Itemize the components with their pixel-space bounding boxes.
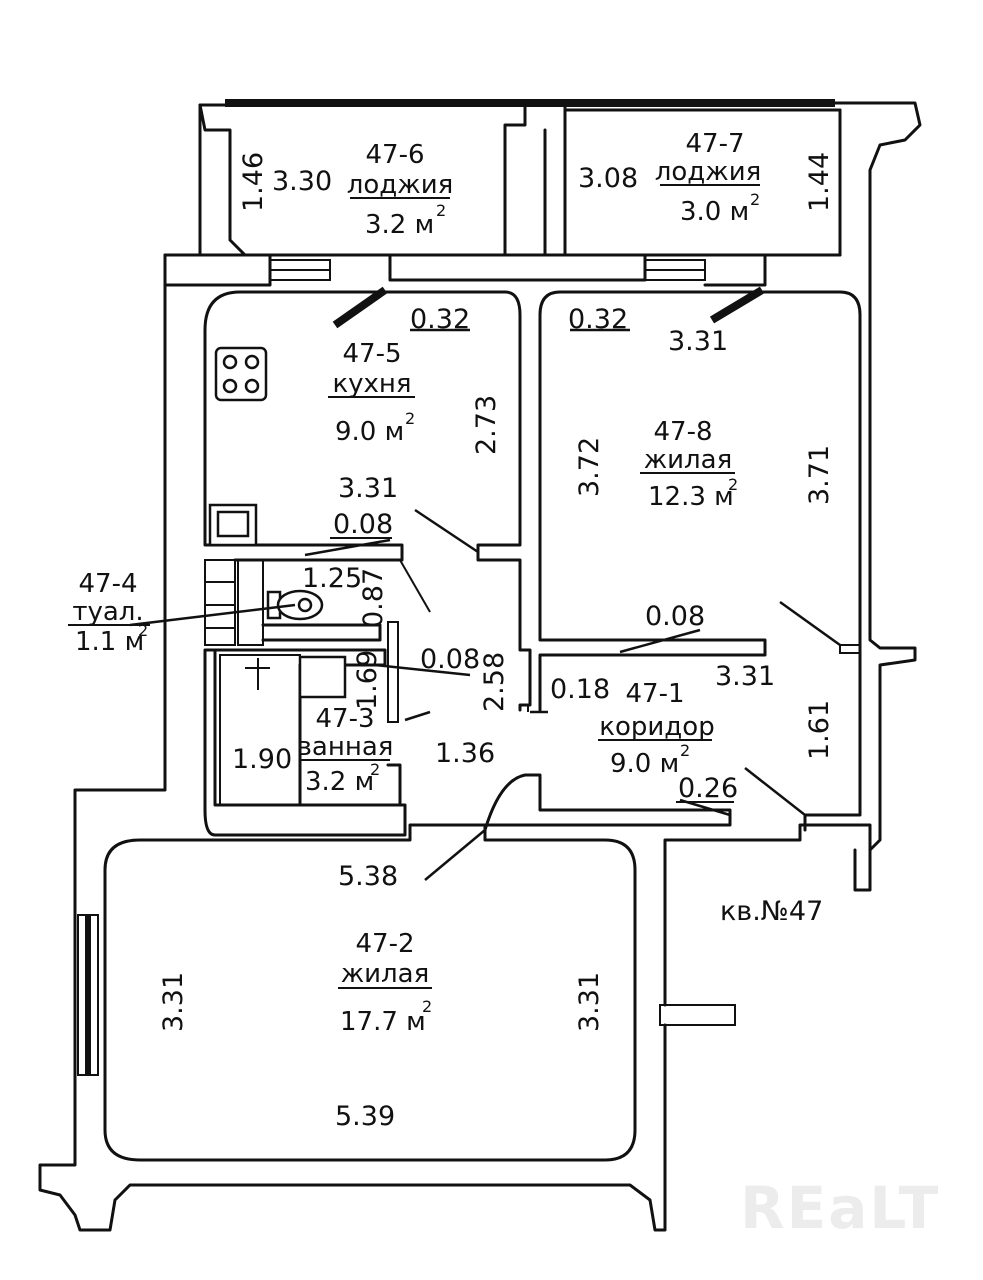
dim-room2-left: 3.31 (158, 972, 189, 1032)
room-name: ванная (297, 732, 394, 762)
room-label-47-1: 47-1 коридор 9.0 м 2 (598, 679, 715, 779)
room-id: 47-8 (653, 417, 712, 447)
room-area: 17.7 м (340, 1007, 426, 1037)
bath-faucet-icon (245, 658, 270, 690)
area-unit-sup: 2 (370, 760, 380, 779)
dim-loggia6-len: 3.30 (272, 166, 332, 197)
dim-room2-bottom: 5.39 (335, 1101, 395, 1132)
dim-room2-right: 3.31 (574, 972, 605, 1032)
kitchen-sink-icon (208, 503, 258, 547)
room-47-8-partition (538, 290, 767, 712)
room-47-2-outline (103, 823, 637, 1162)
kitchen-door (332, 286, 388, 329)
corridor-bottom-wall (483, 773, 732, 832)
outer-walls (38, 108, 872, 1232)
watermark-logo: REaLT (740, 1174, 940, 1242)
room-id: 47-6 (365, 140, 424, 170)
dim-room8-right: 3.71 (804, 445, 835, 505)
room-name: лоджия (347, 170, 453, 200)
dim-kitchen-right: 2.73 (471, 395, 502, 455)
dim-kitchen-bottom: 3.31 (338, 473, 398, 504)
room-label-47-2: 47-2 жилая 17.7 м 2 (338, 929, 432, 1037)
room-area: 1.1 м (75, 627, 144, 657)
dim-corridor-left: 2.58 (479, 652, 510, 712)
room-id: 47-1 (625, 679, 684, 709)
dim-corridor-nib: 0.18 (550, 674, 610, 705)
room-area: 3.0 м (680, 197, 749, 227)
dim-loggia7-len: 3.08 (578, 163, 638, 194)
apartment-label: кв.№47 (720, 896, 823, 927)
bath-door-jamb (386, 763, 402, 807)
area-unit-sup: 2 (422, 997, 432, 1016)
dim-loggia6-side: 1.46 (238, 152, 269, 212)
room-id: 47-3 (315, 704, 374, 734)
room-area: 3.2 м (305, 767, 374, 797)
room-label-47-6: 47-6 лоджия 3.2 м 2 (347, 140, 453, 240)
dim-loggia7-side: 1.44 (804, 152, 835, 212)
room-id: 47-5 (342, 339, 401, 369)
dim-room8-wall: 0.32 (568, 304, 628, 335)
toilet-icon (266, 589, 324, 621)
room-area: 3.2 м (365, 210, 434, 240)
room-label-47-8: 47-8 жилая 12.3 м 2 (640, 417, 738, 512)
room-area: 9.0 м (335, 417, 404, 447)
washbasin-icon (298, 655, 347, 699)
area-unit-sup: 2 (680, 741, 690, 760)
area-unit-sup: 2 (405, 409, 415, 428)
bath-outline (203, 648, 407, 837)
dim-wc-depth: 0.87 (358, 568, 389, 628)
dim-partition-top: 0.08 (333, 509, 393, 540)
room-id: 47-2 (355, 929, 414, 959)
room-name: коридор (599, 712, 714, 742)
bathtub-icon (219, 654, 301, 806)
room-name: жилая (644, 445, 733, 475)
room-area: 9.0 м (610, 749, 679, 779)
room-name: лоджия (655, 157, 761, 187)
dim-room8-partition: 0.08 (645, 601, 705, 632)
dim-corridor-wall: 0.26 (678, 773, 738, 804)
room-label-47-5: 47-5 кухня 9.0 м 2 (328, 339, 415, 447)
dim-bath-depth: 1.69 (352, 650, 383, 710)
room-label-47-7: 47-7 лоджия 3.0 м 2 (655, 129, 761, 227)
dim-bath-width: 1.90 (232, 744, 292, 775)
room-id: 47-4 (78, 569, 137, 599)
dim-room2-top: 5.38 (338, 861, 398, 892)
room-area: 12.3 м (648, 482, 734, 512)
room-47-8-door (709, 286, 765, 324)
room-label-47-3: 47-3 ванная 3.2 м 2 (297, 704, 394, 797)
dim-wc-width: 1.25 (302, 563, 362, 594)
room-label-47-4: 47-4 туал. 1.1 м 2 (68, 569, 150, 657)
dim-corridor-right: 3.31 (715, 661, 775, 692)
wc-47-4 (204, 559, 431, 646)
dim-corridor-width: 1.36 (435, 738, 495, 769)
area-unit-sup: 2 (728, 475, 738, 494)
area-unit-sup: 2 (436, 201, 446, 220)
dim-kitchen-wall: 0.32 (410, 304, 470, 335)
room-id: 47-7 (685, 129, 744, 159)
dim-corridor-end: 1.61 (804, 700, 835, 760)
stove-icon (214, 346, 268, 402)
kitchen-wall-right (238, 290, 532, 712)
kitchen-outline (203, 290, 404, 562)
dim-room8-top: 3.31 (668, 326, 728, 357)
exterior-wall-right (833, 101, 922, 852)
dimensions: 3.30 3.08 0.32 0.32 3.31 3.31 0.08 1.25 … (158, 152, 835, 1132)
leader-lines (129, 328, 841, 881)
area-unit-sup: 2 (750, 190, 760, 209)
dim-room8-left: 3.72 (574, 437, 605, 497)
room-name: жилая (341, 959, 430, 989)
dim-bath-partition: 0.08 (420, 644, 480, 675)
room-name: кухня (332, 369, 411, 399)
room-name: туал. (72, 597, 143, 627)
area-unit-sup: 2 (138, 621, 148, 640)
